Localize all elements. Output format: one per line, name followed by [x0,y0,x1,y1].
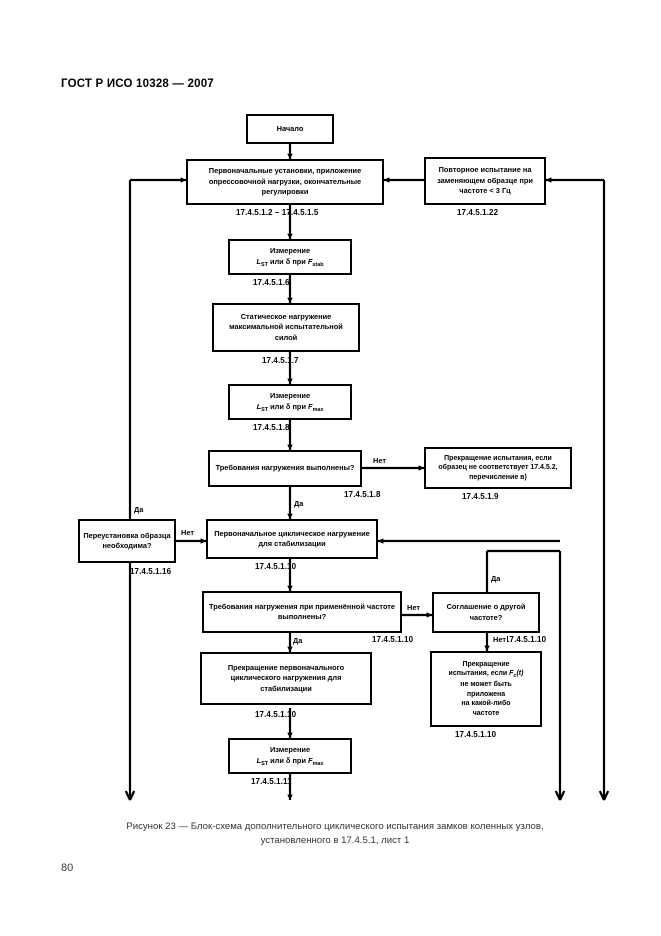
node-reinstall-needed-label: Переустановка образца необходима? [83,530,171,551]
node-measure-fmax-1-label: Измерение [269,391,311,400]
node-retest-replacement-label: Повторное испытание на заменяющем образц… [437,165,533,196]
ref-measure-stab: 17.4.5.1.6 [253,278,290,287]
flowchart: Начало Первоначальные установки, приложе… [78,114,610,801]
ref-loading-requirements: 17.4.5.1.8 [344,490,381,499]
figure-caption: Рисунок 23 — Блок-схема дополнительного … [70,820,600,848]
node-static-loading[interactable]: Статическое нагружение максимальной испы… [212,303,360,352]
ref-freq-requirements: 17.4.5.1.10 [372,635,414,644]
node-initial-setup[interactable]: Первоначальные установки, приложение опр… [186,159,384,205]
node-stop-fc-line-1: Прекращение [462,660,510,668]
node-stop-fc-line-3: не может быть [460,680,512,688]
edge-label-no-2: Нет [180,528,195,537]
ref-initial-cyclic: 17.4.5.1.10 [255,562,297,571]
node-loading-requirements[interactable]: Требования нагружения выполнены? [208,450,362,487]
node-measure-stab[interactable]: Измерение LST или δ при Fstab [228,239,352,275]
ref-measure-fmax-1: 17.4.5.1.8 [253,423,290,432]
node-measure-stab-formula: LST или δ при Fstab [256,256,324,268]
node-measure-fmax-2[interactable]: Измерение LST или δ при Fmax [228,738,352,774]
figure-caption-line-2: установленного в 17.4.5.1, лист 1 [260,835,410,846]
edge-label-no-1: Нет [372,456,387,465]
ref-retest-replacement: 17.4.5.1.22 [457,208,499,217]
figure-caption-line-1: Рисунок 23 — Блок-схема дополнительного … [126,821,544,832]
node-stop-fc-line-4: приложена [466,690,506,698]
node-stop-initial-cyclic-label: Прекращение первоначального циклического… [227,662,345,693]
node-freq-requirements-label: Требования нагружения при применённой ча… [208,601,396,622]
node-static-loading-label: Статическое нагружение максимальной испы… [229,311,343,342]
flowchart-connectors [124,144,610,801]
node-retest-replacement[interactable]: Повторное испытание на заменяющем образц… [424,157,546,205]
node-initial-cyclic[interactable]: Первоначальное циклическое нагружение дл… [206,519,378,559]
ref-initial-setup: 17.4.5.1.2 – 17.4.5.1.5 [236,208,319,217]
node-initial-setup-label: Первоначальные установки, приложение опр… [208,166,362,197]
ref-static-loading: 17.4.5.1.7 [262,356,299,365]
ref-reinstall-needed: 17.4.5.1.16 [130,567,172,576]
edge-label-yes-2: Да [133,505,145,514]
ref-agreement-other-freq: 17.4.5.1.10 [505,635,547,644]
node-stop-initial-cyclic[interactable]: Прекращение первоначального циклического… [200,652,372,705]
page-number: 80 [61,862,74,874]
node-measure-fmax-1[interactable]: Измерение LST или δ при Fmax [228,384,352,420]
node-stop-fc-line-2: испытания, если Fc(t) [448,670,524,680]
edge-label-yes-4: Да [490,574,502,583]
node-reinstall-needed[interactable]: Переустановка образца необходима? [78,519,176,563]
ref-stop-fc-not-applicable: 17.4.5.1.10 [455,730,497,739]
ref-stop-initial-cyclic: 17.4.5.1.10 [255,710,297,719]
node-stop-fc-line-6: частоте [472,709,500,717]
node-agreement-other-freq[interactable]: Соглашение о другой частоте? [432,592,540,633]
node-measure-fmax-1-formula: LST или δ при Fmax [256,401,324,413]
node-measure-fmax-2-label: Измерение [269,745,311,754]
edge-label-yes-1: Да [293,499,305,508]
node-measure-fmax-2-formula: LST или δ при Fmax [256,755,324,767]
edge-label-no-4: Нет [492,635,507,644]
node-freq-requirements[interactable]: Требования нагружения при применённой ча… [202,591,402,633]
node-loading-requirements-label: Требования нагружения выполнены? [215,463,355,473]
edge-label-yes-3: Да [292,636,304,645]
standard-header: ГОСТ Р ИСО 10328 — 2007 [61,78,214,90]
node-agreement-other-freq-label: Соглашение о другой частоте? [446,602,526,622]
node-stop-not-conform[interactable]: Прекращение испытания, если образец не с… [424,447,572,489]
edge-label-no-3: Нет [406,603,421,612]
node-stop-fc-line-5: на какой-либо [461,700,511,708]
node-start[interactable]: Начало [246,114,334,144]
node-initial-cyclic-label: Первоначальное циклическое нагружение дл… [214,528,370,549]
node-measure-stab-label: Измерение [269,246,311,255]
node-stop-not-conform-label: Прекращение испытания, если образец не с… [438,454,558,481]
node-start-label: Начало [276,123,304,133]
ref-stop-not-conform: 17.4.5.1.9 [462,492,499,501]
node-stop-fc-not-applicable[interactable]: Прекращение испытания, если Fc(t) не мож… [430,651,542,727]
ref-measure-fmax-2: 17.4.5.1.11 [251,777,292,786]
